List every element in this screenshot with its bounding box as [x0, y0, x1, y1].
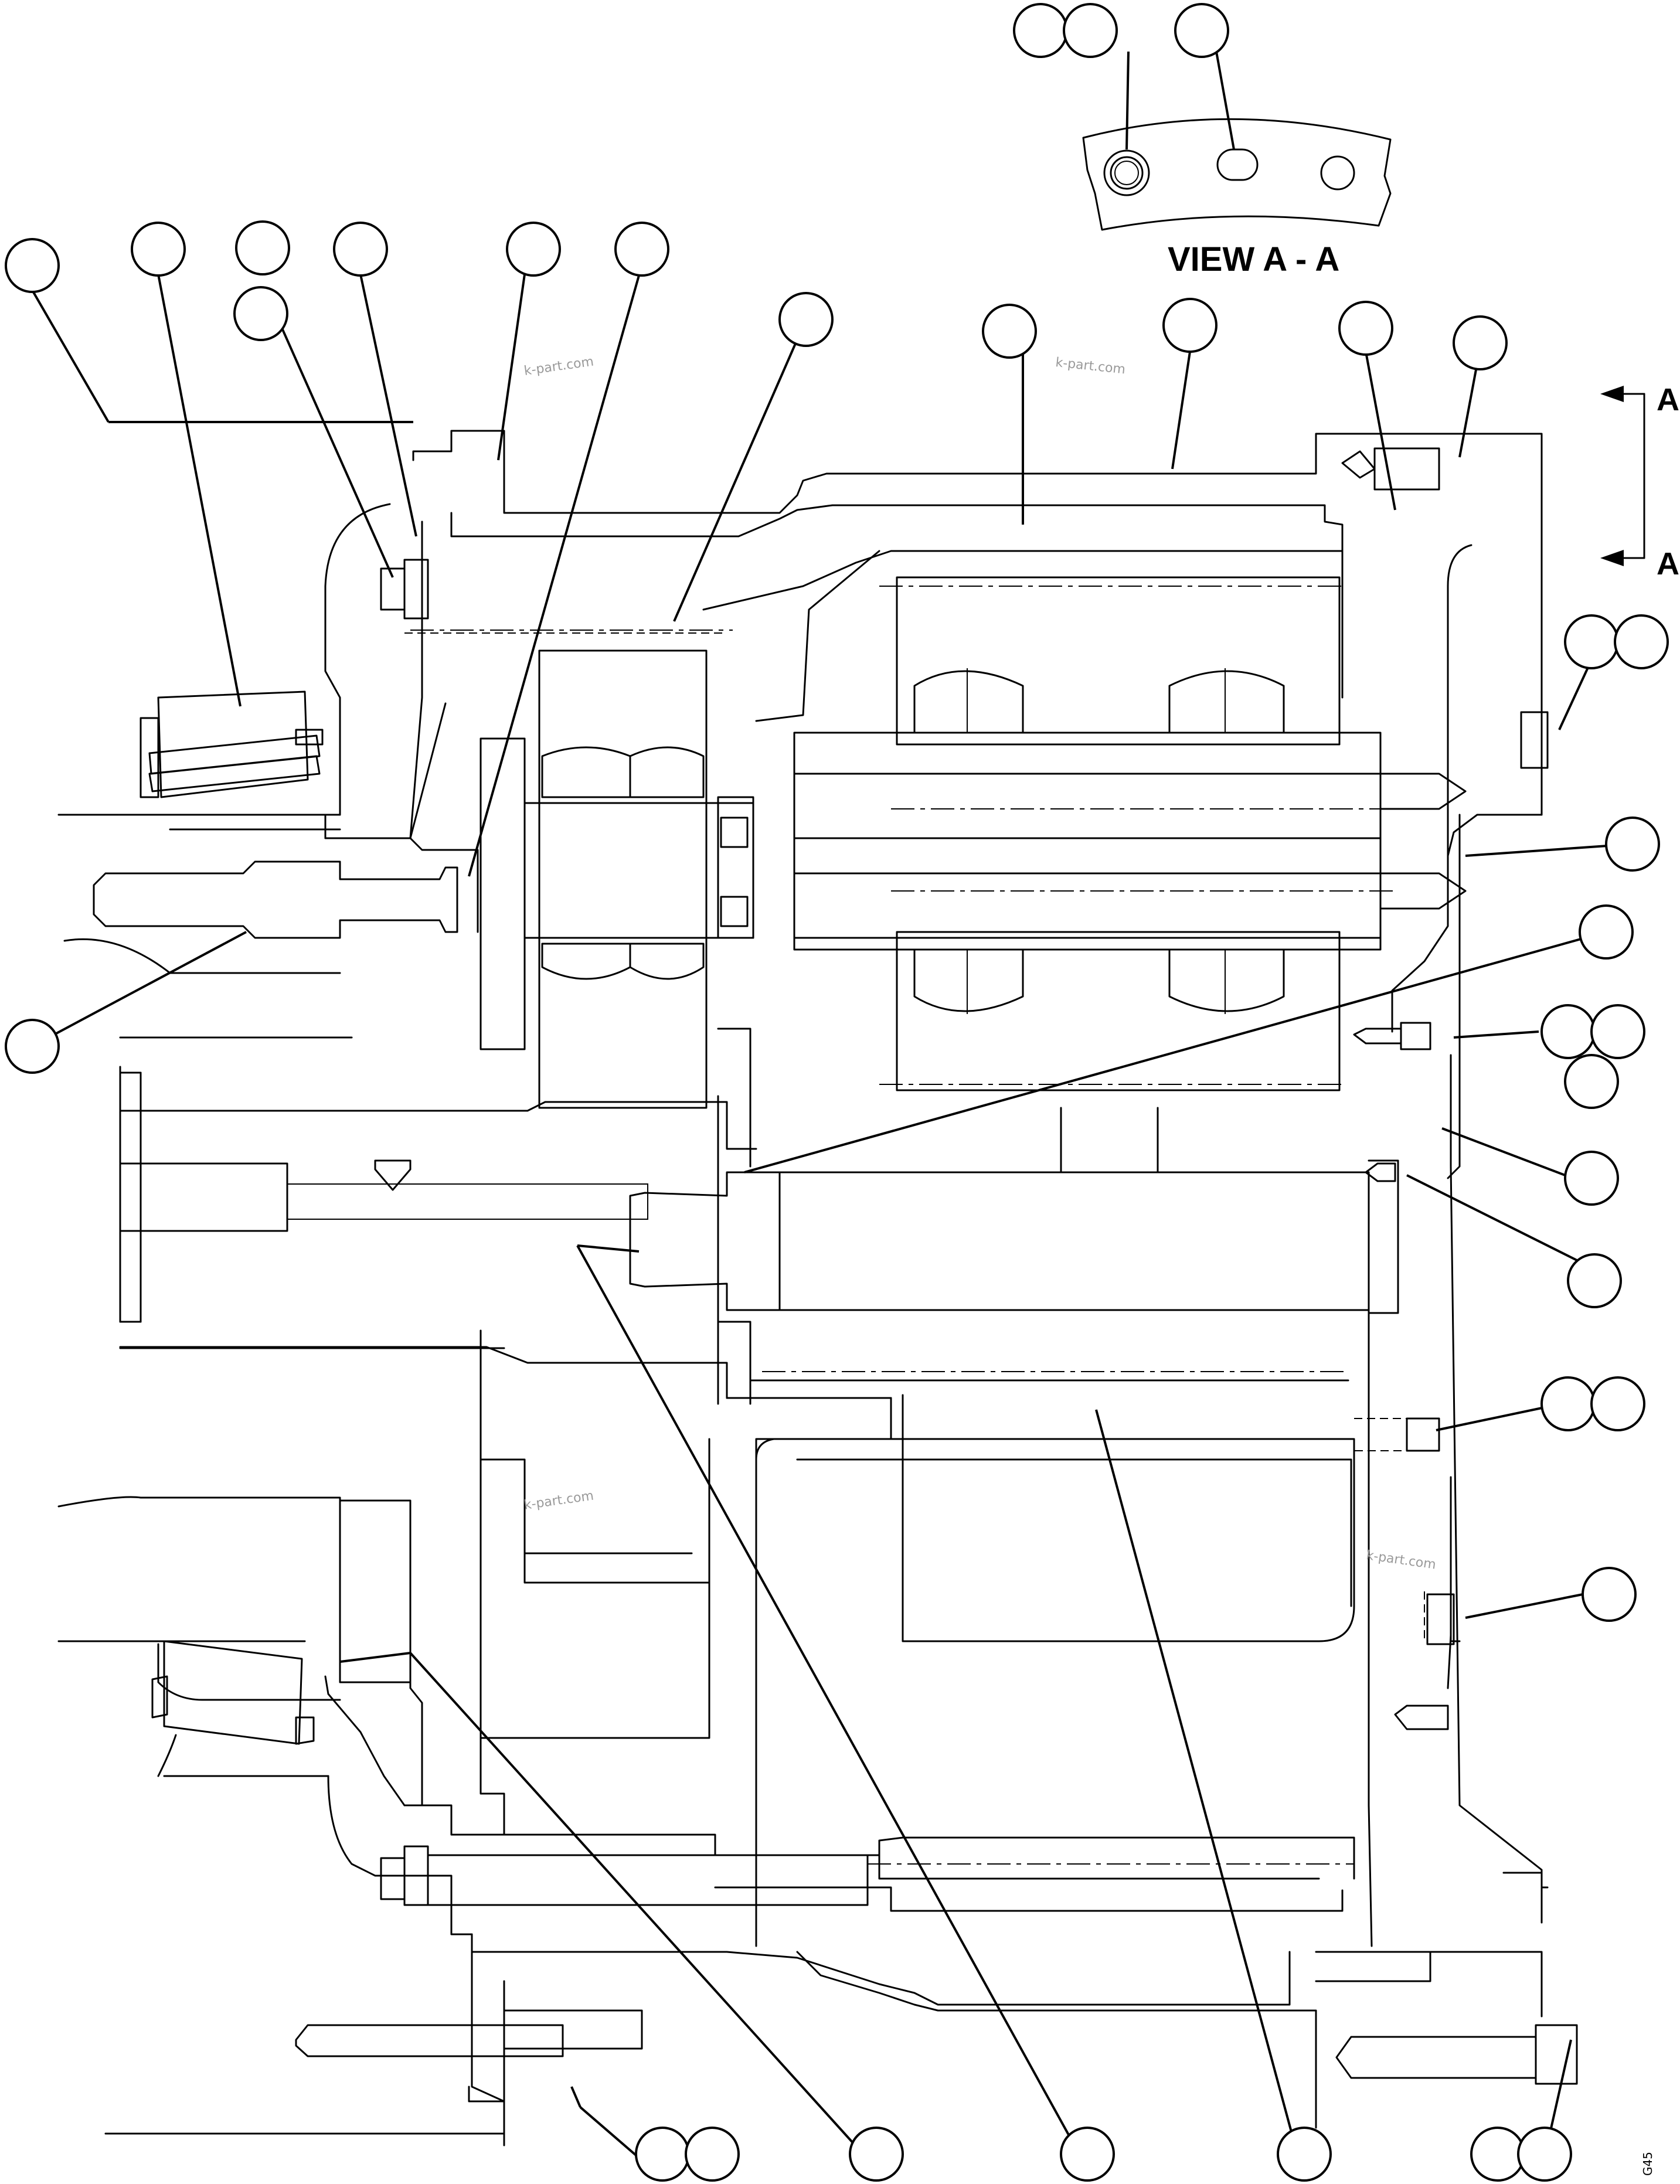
housing	[57, 430, 1549, 2146]
upper-gear-cluster	[57, 576, 1467, 1745]
view-a-a-detail: VIEW A - A	[1082, 118, 1392, 278]
callout-bubble	[5, 1019, 60, 1074]
callout-bubble	[1567, 1253, 1622, 1308]
callout-bubble	[982, 304, 1037, 359]
callout-bubble	[233, 286, 288, 341]
callout-bubble	[778, 292, 834, 347]
callout-bubble	[1564, 614, 1619, 669]
callout-bubble	[1579, 904, 1634, 960]
bolts	[374, 447, 1578, 2085]
watermark-2: k-part.com	[1055, 355, 1126, 377]
callout-bubble	[5, 238, 60, 293]
callout-bubble	[1540, 1004, 1596, 1059]
callout-bubble	[1564, 1151, 1619, 1206]
callout-bubble	[131, 222, 186, 277]
view-a-a-title: VIEW A - A	[1168, 240, 1339, 278]
callout-bubble	[1614, 614, 1669, 669]
callout-bubble	[1338, 301, 1393, 356]
callout-bubble	[685, 2127, 740, 2182]
section-label-bottom: A	[1657, 546, 1679, 581]
callout-bubble	[1582, 1567, 1637, 1622]
callout-bubble	[333, 222, 388, 277]
callout-bubble	[635, 2127, 690, 2182]
drawing-code: G45	[1641, 2152, 1655, 2176]
section-arrows: A A	[1600, 382, 1679, 581]
callout-bubble	[1174, 3, 1229, 58]
callout-bubble	[1540, 1376, 1596, 1431]
watermark-4: k-part.com	[1365, 1548, 1437, 1572]
leader-lines	[31, 51, 1633, 2170]
watermark-1: k-part.com	[523, 355, 594, 379]
callout-bubble	[1060, 2127, 1115, 2182]
callout-bubble	[614, 222, 669, 277]
callout-bubble	[1590, 1376, 1645, 1431]
callout-bubble	[1013, 3, 1068, 58]
section-label-top: A	[1657, 382, 1679, 417]
callout-bubble	[1277, 2127, 1332, 2182]
callout-bubble	[1605, 817, 1660, 872]
callout-bubble	[1564, 1054, 1619, 1109]
center-lines	[410, 586, 1395, 1865]
watermark-3: k-part.com	[523, 1489, 594, 1513]
callout-bubble	[1470, 2127, 1525, 2182]
callout-bubble	[235, 220, 290, 275]
callout-bubble	[1453, 315, 1508, 370]
callout-circles	[5, 3, 1669, 2182]
callout-bubble	[1517, 2127, 1572, 2182]
callout-bubble	[1162, 298, 1218, 353]
callout-bubble	[1063, 3, 1118, 58]
callout-bubble	[1590, 1004, 1645, 1059]
callout-bubble	[849, 2127, 904, 2182]
callout-bubble	[506, 222, 561, 277]
